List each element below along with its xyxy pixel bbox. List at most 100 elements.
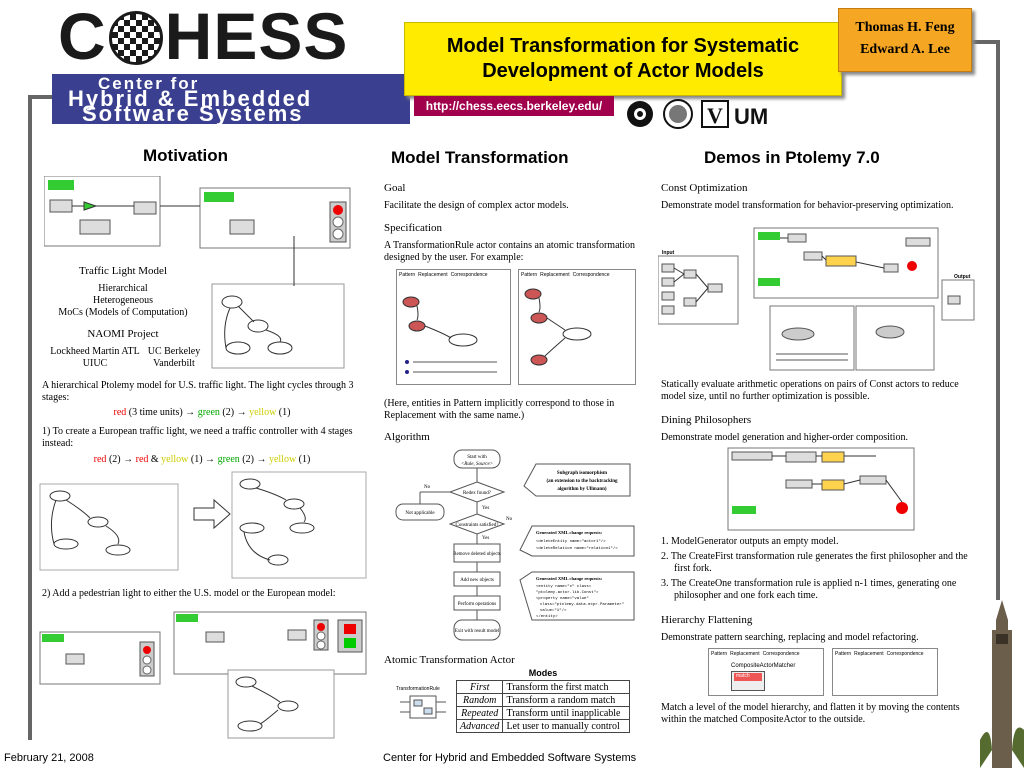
input-label: Input bbox=[662, 250, 675, 256]
tab-pattern-1[interactable]: Pattern bbox=[399, 272, 416, 278]
traffic-model-hierarchical: Hierarchical bbox=[98, 283, 148, 294]
traffic-model-heterogeneous: Heterogeneous bbox=[93, 295, 153, 306]
dining-step-3: 3. The CreateOne transformation rule is … bbox=[661, 578, 957, 601]
frame-rule-right bbox=[996, 40, 1000, 600]
flow-xml-2-code-1: <entity name="c" class= bbox=[536, 584, 592, 589]
eu-cycle-t2: (1) → bbox=[190, 454, 216, 465]
rule-eu-graph bbox=[524, 288, 592, 366]
traffic-light-model-diagram bbox=[44, 176, 351, 369]
flow-constraints: Constraints satisfied? bbox=[456, 523, 500, 528]
frame-rule-right-top bbox=[968, 40, 998, 44]
chess-url-link[interactable]: http://chess.eecs.berkeley.edu/ bbox=[414, 96, 614, 116]
tab-pattern-4[interactable]: Pattern bbox=[835, 651, 852, 657]
transformation-heading: Model Transformation bbox=[391, 148, 569, 167]
atomic-actor-heading: Atomic Transformation Actor bbox=[384, 654, 515, 666]
flow-exit: Exit with result model bbox=[455, 629, 500, 634]
tab-replacement-2[interactable]: Replacement bbox=[540, 272, 570, 278]
center-name-line2: Hybrid & Embedded bbox=[68, 86, 313, 111]
center-banner bbox=[52, 74, 410, 124]
flow-add: Add new objects bbox=[460, 578, 494, 583]
flow-redex: Redex found? bbox=[463, 491, 492, 496]
center-name: Center for Hybrid & Embedded Software Sy… bbox=[68, 74, 398, 125]
algorithm-flowchart: Start with <Rule, Source> Redex found? N… bbox=[395, 449, 635, 641]
title-line1: Model Transformation for Systematic bbox=[446, 35, 800, 57]
eu-cycle-t3: (2) → bbox=[242, 454, 267, 465]
demos-heading: Demos in Ptolemy 7.0 bbox=[704, 148, 880, 167]
modes-title: Modes bbox=[528, 668, 558, 678]
composite-actor-matcher-label: CompositeActorMatcher bbox=[731, 663, 796, 669]
const-opt-text: Demonstrate model transformation for beh… bbox=[661, 200, 954, 211]
flow-xml-1: Generated XML change requests: bbox=[536, 530, 603, 535]
mode-name: Repeated bbox=[455, 706, 504, 720]
naomi-berkeley: UC Berkeley bbox=[147, 346, 201, 357]
naomi-title: NAOMI Project bbox=[87, 328, 159, 340]
traffic-model-title: Traffic Light Model bbox=[79, 265, 167, 277]
dining-text: Demonstrate model generation and higher-… bbox=[661, 432, 908, 443]
flow-xml-2-code-2: "ptolemy.actor.lib.Const"> bbox=[536, 590, 599, 595]
center-name-line1: Center for bbox=[98, 74, 200, 93]
tab-correspondence-3[interactable]: Correspondence bbox=[762, 651, 800, 657]
motivation-heading: Motivation bbox=[143, 146, 228, 165]
eu-cycle-green: green bbox=[217, 454, 240, 465]
flow-yes-1: Yes bbox=[482, 506, 489, 511]
transformation-rule-icon bbox=[400, 695, 446, 719]
transformation-rule-actor[interactable]: TransformationRule bbox=[390, 684, 454, 724]
tab-replacement-3[interactable]: Replacement bbox=[730, 651, 760, 657]
rule-editor-eu: Pattern Replacement Correspondence bbox=[518, 269, 636, 385]
flow-remove: Remove deleted objects bbox=[453, 552, 501, 557]
tab-pattern-2[interactable]: Pattern bbox=[521, 272, 538, 278]
motivation-description: A hierarchical Ptolemy model for U.S. tr… bbox=[42, 380, 354, 403]
tab-replacement-1[interactable]: Replacement bbox=[418, 272, 448, 278]
hierarchy-pattern-editor: Pattern Replacement Correspondence Compo… bbox=[708, 648, 824, 696]
flow-start-2: <Rule, Source> bbox=[461, 462, 493, 467]
eu-cycle-amp: & bbox=[150, 454, 159, 465]
eu-cycle-yellow-1: yellow bbox=[161, 454, 189, 465]
flow-perform: Perform operations bbox=[458, 602, 497, 607]
mode-desc: Let user to manually control bbox=[502, 719, 630, 733]
vanderbilt-logo-icon: V bbox=[701, 100, 729, 128]
flow-xml-2-code-5: value="1"/> bbox=[540, 608, 567, 613]
hierarchy-heading: Hierarchy Flattening bbox=[661, 614, 753, 626]
dining-step-1: 1. ModelGenerator outputs an empty model… bbox=[661, 536, 839, 547]
flow-no-1: No bbox=[424, 485, 431, 490]
poster-title: Model Transformation for Systematic Deve… bbox=[404, 22, 842, 96]
motivation-item-1: 1) To create a European traffic light, w… bbox=[42, 426, 353, 449]
naomi-vanderbilt: Vanderbilt bbox=[153, 358, 195, 369]
flow-xml-1-code-2: <deleteRelation name="relation1"/> bbox=[536, 546, 618, 551]
goal-text: Facilitate the design of complex actor m… bbox=[384, 200, 569, 211]
actor-label: TransformationRule bbox=[396, 686, 440, 692]
um-logo-text: UM bbox=[734, 104, 768, 129]
specification-heading: Specification bbox=[384, 222, 443, 234]
footer-center: Center for Hybrid and Embedded Software … bbox=[383, 752, 637, 764]
const-optimization-diagram: Input Output bbox=[658, 227, 975, 371]
tab-correspondence-2[interactable]: Correspondence bbox=[572, 272, 610, 278]
pedestrian-light-diagram bbox=[39, 611, 367, 739]
specification-note: (Here, entities in Pattern implicitly co… bbox=[384, 398, 615, 421]
eu-cycle-yellow-2: yellow bbox=[268, 454, 297, 465]
goal-heading: Goal bbox=[384, 182, 406, 194]
cycle-red-duration: (3 time units) → bbox=[128, 407, 196, 418]
mode-name: Random bbox=[455, 693, 504, 707]
tab-correspondence-1[interactable]: Correspondence bbox=[450, 272, 488, 278]
eu-cycle-t1: (2) → bbox=[108, 454, 134, 465]
flow-not-applicable: Not applicable bbox=[405, 511, 435, 516]
cycle-yellow: yellow bbox=[249, 407, 277, 418]
author-1: Thomas H. Feng bbox=[855, 20, 955, 35]
eu-cycle-red-1: red bbox=[93, 454, 107, 465]
cycle-green-duration: (2) → bbox=[222, 407, 247, 418]
tab-pattern-3[interactable]: Pattern bbox=[711, 651, 728, 657]
motivation-item-2: 2) Add a pedestrian light to either the … bbox=[42, 588, 336, 599]
tab-correspondence-4[interactable]: Correspondence bbox=[886, 651, 924, 657]
tab-replacement-4[interactable]: Replacement bbox=[854, 651, 884, 657]
traffic-model-mocs: MoCs (Models of Computation) bbox=[58, 307, 188, 318]
authors-box: Thomas H. Feng Edward A. Lee bbox=[838, 8, 972, 72]
author-2: Edward A. Lee bbox=[860, 42, 950, 57]
frame-rule-top bbox=[28, 95, 54, 99]
campanile-icon bbox=[980, 600, 1024, 768]
